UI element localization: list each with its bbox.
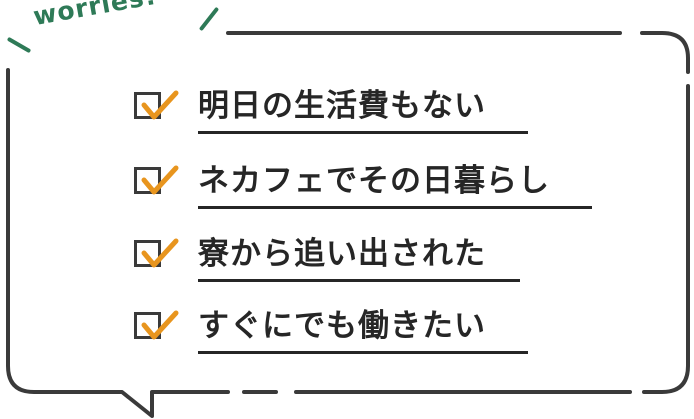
checkmark-icon (141, 90, 179, 120)
underline (198, 279, 520, 282)
underline (198, 206, 592, 209)
checkmark-icon (141, 165, 179, 195)
worries-list: 明日の生活費もない ネカフェでその日暮らし 寮から追い出された すぐにでも働きた… (134, 0, 654, 419)
checkbox-checked-icon (134, 310, 179, 340)
checkbox-checked-icon (134, 238, 179, 268)
checkmark-icon (141, 310, 179, 340)
worry-text: すぐにでも働きたい (198, 308, 486, 344)
worry-text: 寮から追い出された (198, 236, 486, 272)
checkbox-checked-icon (134, 165, 179, 195)
underline (198, 351, 528, 354)
underline (198, 131, 528, 134)
checkbox-checked-icon (134, 90, 179, 120)
checkmark-icon (141, 238, 179, 268)
worry-text: 明日の生活費もない (198, 88, 486, 124)
worry-text: ネカフェでその日暮らし (198, 163, 550, 199)
